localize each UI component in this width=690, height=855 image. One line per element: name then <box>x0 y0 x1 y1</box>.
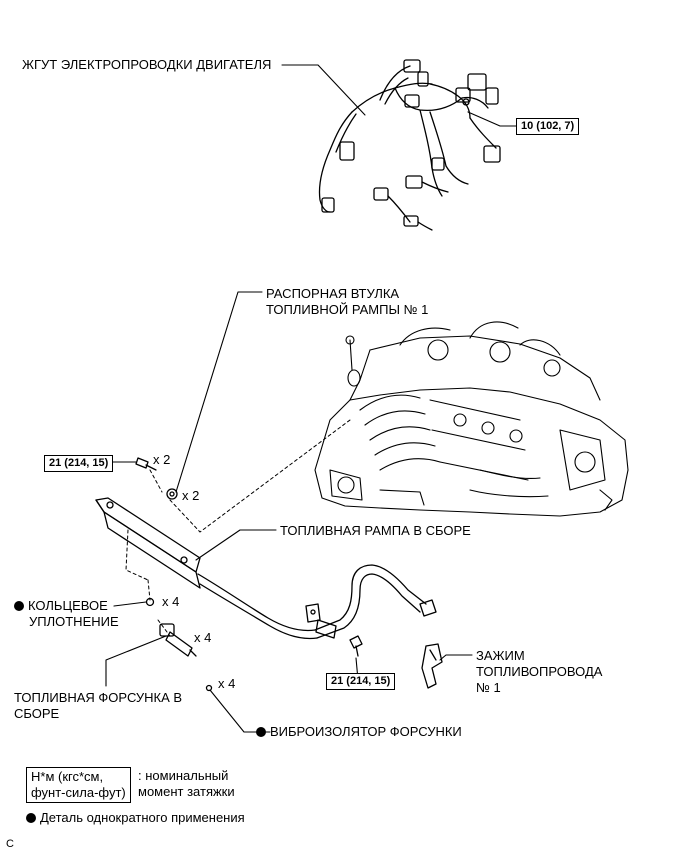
torque-box-rail: 21 (214, 15) <box>44 455 114 472</box>
small-parts <box>135 457 443 692</box>
injector-label: ТОПЛИВНАЯ ФОРСУНКА В СБОРЕ <box>14 690 183 721</box>
engine-wire-label: ЖГУТ ЭЛЕКТРОПРОВОДКИ ДВИГАТЕЛЯ <box>22 57 272 72</box>
torque-box-wire: 10 (102, 7) <box>516 118 580 135</box>
torque-unit-legend-box: Н*м (кгс*см, фунт-сила-фут) <box>26 767 131 803</box>
o-ring-qty: x 4 <box>162 594 180 609</box>
fuel-rail-assembly <box>95 497 437 640</box>
injector-qty: x 4 <box>194 630 212 645</box>
o-ring-label: КОЛЬЦЕВОЕ УПЛОТНЕНИЕ <box>14 598 119 630</box>
engine-wire-harness <box>318 59 501 231</box>
non-reusable-dot-icon <box>256 727 266 737</box>
spacer-label: РАСПОРНАЯ ВТУЛКА ТОПЛИВНОЙ РАМПЫ № 1 <box>266 286 429 317</box>
non-reusable-legend: Деталь однократного применения <box>26 810 245 826</box>
non-reusable-dot-icon <box>26 813 36 823</box>
non-reusable-dot-icon <box>14 601 24 611</box>
fuel-rail-label: ТОПЛИВНАЯ РАМПА В СБОРЕ <box>280 523 471 538</box>
insulator-label: ВИБРОИЗОЛЯТОР ФОРСУНКИ <box>256 724 462 740</box>
torque-unit-description: : номинальный момент затяжки <box>138 768 235 799</box>
engine-block <box>314 321 629 517</box>
leader-lines <box>105 64 517 733</box>
corner-mark: C <box>6 838 14 850</box>
insulator-qty: x 4 <box>218 676 236 691</box>
torque-box-pipe: 21 (214, 15) <box>326 673 396 690</box>
alignment-lines <box>125 419 351 637</box>
spacer-qty: x 2 <box>182 488 200 503</box>
clamp-label: ЗАЖИМ ТОПЛИВОПРОВОДА № 1 <box>476 648 603 695</box>
rail-bolt-qty: x 2 <box>153 452 171 467</box>
